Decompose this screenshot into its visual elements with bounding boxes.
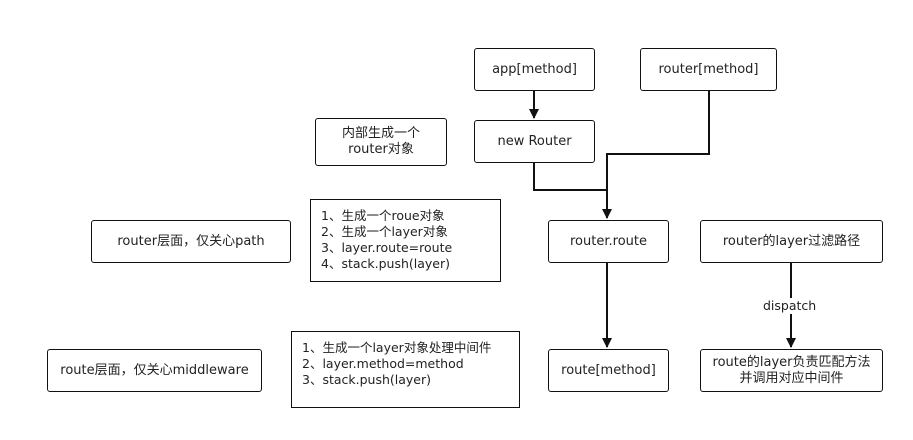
- node-inner-router: 内部生成一个 router对象: [315, 118, 447, 166]
- node-router-route: router.route: [548, 220, 669, 263]
- edge-new-router-to-router-route: [533, 162, 612, 219]
- node-router-layer-filter: router的layer过滤路径: [700, 220, 883, 263]
- edge-router-method-to-router-route: [606, 90, 710, 190]
- node-route-level: route层面，仅关心middleware: [47, 349, 262, 392]
- dispatch-label: dispatch: [760, 298, 820, 314]
- node-router-method: router[method]: [640, 48, 777, 91]
- node-app-method: app[method]: [474, 48, 595, 91]
- node-route-method: route[method]: [548, 349, 669, 392]
- note-router-route-steps: 1、生成一个roue对象 2、生成一个layer对象 3、layer.route…: [310, 199, 501, 282]
- note-route-method-steps: 1、生成一个layer对象处理中间件 2、layer.method=method…: [291, 331, 520, 408]
- node-new-router: new Router: [474, 120, 595, 163]
- node-router-level: router层面，仅关心path: [91, 220, 291, 263]
- node-route-layer-match: route的layer负责匹配方法 并调用对应中间件: [700, 349, 883, 392]
